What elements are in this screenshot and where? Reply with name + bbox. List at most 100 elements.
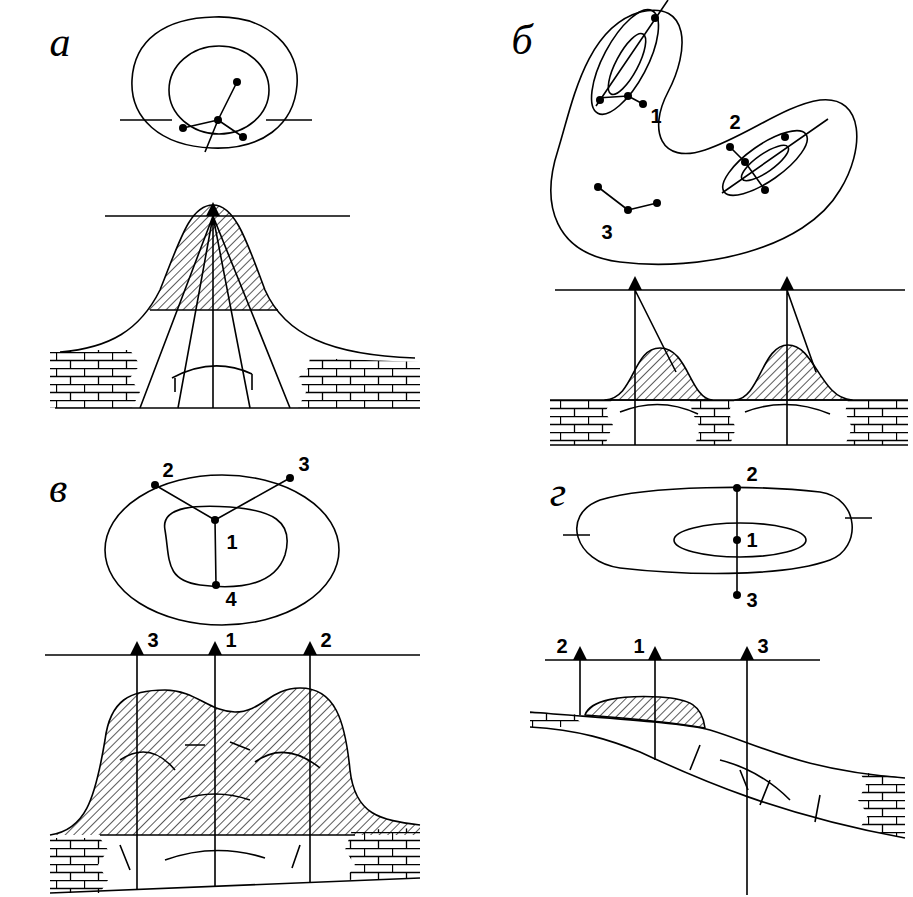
- callout-number: 1: [650, 106, 661, 126]
- section-b-part: [550, 400, 613, 445]
- plan-a-part-part: [239, 133, 247, 141]
- callout-number: 3: [757, 636, 768, 656]
- plan-v-part-part: [212, 581, 220, 589]
- plan-a-part: [183, 82, 243, 152]
- plan-b-part: [601, 29, 652, 99]
- plan-b-part-part: [653, 199, 661, 207]
- plan-g-part-part: [733, 591, 741, 599]
- plan-b-part-part: [596, 96, 604, 104]
- section-a-part: [206, 202, 220, 216]
- plan-a: [120, 17, 312, 152]
- section-g-part: [530, 712, 905, 778]
- section-v-part: [137, 655, 310, 890]
- section-g-part: [648, 646, 662, 660]
- plan-v-part: [155, 478, 290, 585]
- callout-number: 3: [601, 222, 612, 242]
- plan-v-part: [151, 474, 294, 589]
- plan-g-part: [674, 523, 806, 557]
- plan-g: [563, 484, 872, 599]
- panel-letter: б: [511, 19, 532, 61]
- section-b-part: [550, 400, 908, 445]
- plan-a-part: [179, 78, 247, 141]
- callout-number: 2: [162, 460, 173, 480]
- section-v-part: [208, 641, 222, 655]
- callout-number: 2: [320, 630, 331, 650]
- plan-g-part: [563, 518, 872, 535]
- plan-b-part-part: [624, 92, 632, 100]
- section-a-part: [55, 407, 420, 409]
- callout-number: 3: [147, 630, 158, 650]
- section-a-part: [105, 215, 350, 217]
- callout-number: 2: [556, 636, 567, 656]
- callout-number: 1: [225, 630, 236, 650]
- section-v-part: [50, 878, 420, 893]
- panel-letter: г: [550, 471, 566, 513]
- section-g-part: [530, 727, 905, 838]
- section-g-part: [573, 646, 587, 660]
- section-b-part: [735, 345, 852, 400]
- section-b-part: [690, 400, 736, 445]
- section-v-part: [345, 828, 420, 880]
- plan-g-part: [733, 484, 741, 599]
- section-v-part: [130, 641, 144, 655]
- section-v-part: [50, 688, 420, 835]
- section-a-part: [60, 205, 415, 310]
- section-a-part: [140, 216, 290, 408]
- plan-a-part: [169, 46, 269, 134]
- plan-b-part-part: [651, 14, 659, 22]
- plan-b: [551, 0, 857, 264]
- section-v: [45, 641, 420, 897]
- plan-g-part: [577, 487, 852, 573]
- plan-b-part-part: [781, 133, 789, 141]
- section-b-part: [628, 276, 642, 290]
- section-v-part: [120, 742, 320, 800]
- section-v-part: [303, 641, 317, 655]
- plan-g-part-part: [733, 536, 741, 544]
- callout-number: 4: [225, 589, 236, 609]
- section-g-part: [858, 772, 905, 838]
- plan-v-part-part: [211, 516, 219, 524]
- callout-number: 3: [746, 590, 757, 610]
- plan-v-part-part: [286, 474, 294, 482]
- section-g: [530, 646, 905, 895]
- section-v-part: [120, 845, 300, 870]
- section-a: [50, 202, 420, 420]
- plan-v-part: [165, 506, 288, 586]
- section-a-part: [172, 366, 252, 392]
- plan-b-part: [551, 10, 857, 264]
- section-v-part: [50, 688, 420, 835]
- section-b-part: [780, 276, 794, 290]
- section-b-part: [555, 289, 905, 291]
- plan-a-part-part: [179, 124, 187, 132]
- plan-b-part: [594, 14, 789, 214]
- panel-letter: а: [50, 21, 71, 63]
- section-g-part: [740, 646, 754, 660]
- section-b-part: [635, 290, 816, 445]
- section-v-part: [50, 838, 108, 893]
- plan-b-part-part: [624, 206, 632, 214]
- callout-number: 1: [746, 530, 757, 550]
- callout-number: 2: [746, 464, 757, 484]
- section-g-part: [585, 697, 705, 728]
- section-b-part: [605, 348, 712, 400]
- plan-a-part-part: [214, 116, 222, 124]
- plan-b-part-part: [639, 100, 647, 108]
- plan-a-part-part: [233, 78, 241, 86]
- section-v-part: [45, 654, 420, 656]
- plan-b-part: [596, 0, 668, 106]
- section-a-part: [50, 350, 140, 408]
- plan-v-part: [105, 475, 339, 625]
- plan-b-part-part: [741, 158, 749, 166]
- section-v-part: [100, 834, 355, 836]
- plan-b-part-part: [726, 143, 734, 151]
- plan-g-part-part: [733, 484, 741, 492]
- callout-number: 3: [298, 454, 309, 474]
- section-g-part: [580, 660, 747, 895]
- section-b-part: [845, 400, 908, 445]
- section-a-part: [150, 309, 278, 311]
- callout-number: 1: [633, 636, 644, 656]
- section-g-part: [690, 745, 820, 822]
- section-b-part: [620, 404, 830, 414]
